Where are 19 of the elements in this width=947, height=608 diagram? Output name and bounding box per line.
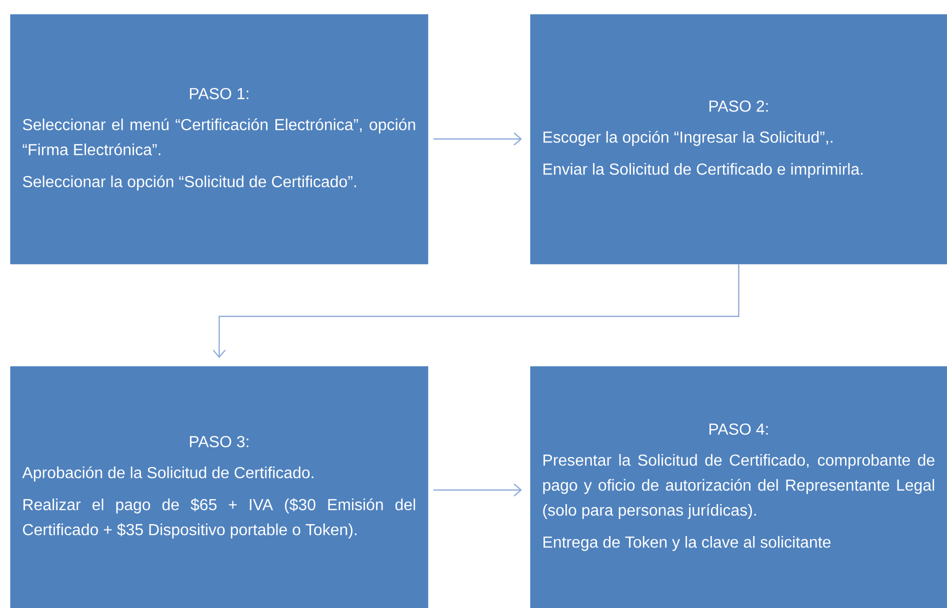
step-text: Entrega de Token y la clave al solicitante — [544, 536, 830, 551]
step-heading: PASO 2: — [710, 100, 768, 112]
step-text: Seleccionar el menú “Certificación Electrónica”, opción “Firma Electrónica”. — [22, 118, 416, 156]
step-heading: PASO 1: — [190, 88, 248, 100]
step-heading: PASO 4: — [710, 423, 768, 435]
process-box — [10, 366, 428, 608]
step-text: Seleccionar la opción “Solicitud de Certificado”. — [22, 175, 356, 190]
step-text: Escoger la opción “Ingresar la Solicitud”,. — [544, 130, 832, 146]
process-box — [530, 14, 947, 264]
step-text: Presentar la Solicitud de Certificado, comprobante de pago y oficio de autorización del Representante Legal (solo para personas jurídicas). — [543, 454, 934, 519]
step-text: Aprobación de la Solicitud de Certificado. — [22, 466, 314, 482]
process-box — [10, 14, 428, 264]
arrow — [433, 132, 522, 146]
arrow — [433, 484, 522, 496]
step-text: Enviar la Solicitud de Certificado e imprimirla. — [544, 163, 863, 178]
step-heading: PASO 3: — [190, 436, 248, 448]
step-text: Realizar el pago de $65 + IVA ($30 Emisión del Certificado + $35 Dispositivo portable o Token). — [23, 498, 416, 538]
arrow — [212, 264, 740, 358]
process-box — [530, 366, 947, 608]
